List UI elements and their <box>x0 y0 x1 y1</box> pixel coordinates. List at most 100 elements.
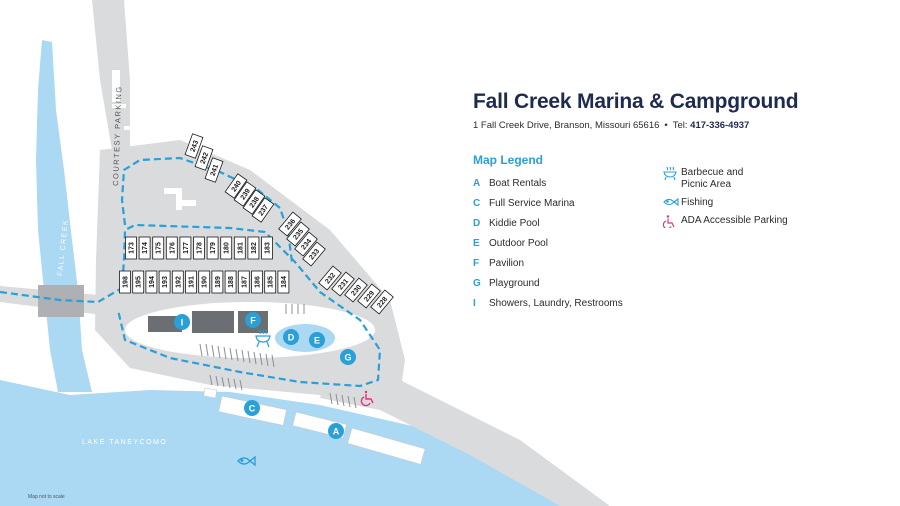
marker-d[interactable]: D <box>283 329 299 345</box>
campsite-184[interactable]: 184 <box>277 270 290 294</box>
svg-text:198: 198 <box>123 276 130 288</box>
campsite-198[interactable]: 198 <box>119 270 131 294</box>
legend-label: ADA Accessible Parking <box>681 215 788 226</box>
campsite-183[interactable]: 183 <box>261 236 273 260</box>
campsite-243[interactable]: 243 <box>184 133 204 159</box>
marker-c-letter: C <box>249 404 256 414</box>
marker-f-letter: F <box>250 316 256 326</box>
address-line: 1 Fall Creek Drive, Branson, Missouri 65… <box>473 120 883 131</box>
campsite-187[interactable]: 187 <box>237 270 250 294</box>
campsite-175[interactable]: 175 <box>152 236 165 260</box>
svg-text:184: 184 <box>281 276 288 288</box>
campsite-241[interactable]: 241 <box>204 157 224 183</box>
barbecue-icon[interactable] <box>255 329 271 348</box>
campsite-240[interactable]: 240 <box>224 173 248 199</box>
svg-text:189: 189 <box>215 276 222 288</box>
svg-text:173: 173 <box>129 242 136 254</box>
lake-taneycomo <box>0 380 605 506</box>
ada-parking-icon <box>663 215 681 228</box>
phone-number[interactable]: 417-336-4937 <box>690 120 750 131</box>
svg-text:193: 193 <box>162 276 169 288</box>
legend-key: I <box>473 297 476 309</box>
campsite-233[interactable]: 233 <box>302 241 326 267</box>
fish-icon[interactable] <box>237 455 256 467</box>
campsite-181[interactable]: 181 <box>233 236 246 260</box>
campsite-192[interactable]: 192 <box>171 270 184 294</box>
marker-a[interactable]: A <box>328 423 344 439</box>
svg-text:180: 180 <box>224 242 231 254</box>
campsite-185[interactable]: 185 <box>264 270 277 294</box>
marker-i[interactable]: I <box>174 314 190 330</box>
courtesy-parking-label: COURTESY PARKING <box>111 85 124 186</box>
campsite-234[interactable]: 234 <box>294 231 318 257</box>
marker-e-letter: E <box>314 336 320 346</box>
campsite-188[interactable]: 188 <box>224 270 237 294</box>
campsite-176[interactable]: 176 <box>165 236 178 260</box>
campsite-236[interactable]: 236 <box>278 211 302 237</box>
svg-text:195: 195 <box>136 276 143 288</box>
marker-g-letter: G <box>344 353 351 363</box>
campsite-179[interactable]: 179 <box>206 236 219 260</box>
campsite-228[interactable]: 228 <box>370 289 394 315</box>
campsite-180[interactable]: 180 <box>220 236 233 260</box>
svg-text:192: 192 <box>175 276 182 288</box>
ada-parking-icon[interactable] <box>360 390 374 407</box>
svg-text:188: 188 <box>228 276 235 288</box>
campsite-173[interactable]: 173 <box>125 236 137 260</box>
tel-label: Tel: <box>672 120 688 131</box>
campsite-177[interactable]: 177 <box>179 236 192 260</box>
marker-e[interactable]: E <box>309 332 325 348</box>
campsite-237[interactable]: 237 <box>251 197 275 223</box>
legend-key: F <box>473 257 480 269</box>
campsite-189[interactable]: 189 <box>211 270 224 294</box>
campsite-194[interactable]: 194 <box>145 270 158 294</box>
svg-text:186: 186 <box>255 276 262 288</box>
campsite-178[interactable]: 178 <box>193 236 205 260</box>
campsite-239[interactable]: 239 <box>233 181 257 207</box>
campsite-193[interactable]: 193 <box>158 270 171 294</box>
fish-icon <box>663 197 681 207</box>
svg-text:181: 181 <box>237 242 244 254</box>
svg-text:190: 190 <box>202 276 209 288</box>
campsite-230[interactable]: 230 <box>344 277 368 303</box>
legend-key: A <box>473 177 481 189</box>
marker-c[interactable]: C <box>244 400 260 416</box>
campsite-242[interactable]: 242 <box>194 145 214 171</box>
legend-label: Playground <box>489 277 540 289</box>
svg-text:243: 243 <box>190 140 201 153</box>
campsite-231[interactable]: 231 <box>331 271 355 297</box>
svg-text:179: 179 <box>210 242 217 254</box>
svg-text:178: 178 <box>197 242 204 254</box>
legend-label: Kiddie Pool <box>489 217 540 229</box>
campsite-190[interactable]: 190 <box>198 270 211 294</box>
marker-g[interactable]: G <box>340 349 356 365</box>
legend-label: Full Service Marina <box>489 197 575 209</box>
campsite-229[interactable]: 229 <box>357 283 381 309</box>
svg-text:194: 194 <box>149 276 156 288</box>
separator: • <box>664 120 668 131</box>
legend-item-ada: ADA Accessible Parking <box>663 215 863 228</box>
campsite-191[interactable]: 191 <box>185 270 197 294</box>
marker-f[interactable]: F <box>245 312 261 328</box>
campsite-195[interactable]: 195 <box>132 270 145 294</box>
campsite-238[interactable]: 238 <box>242 189 266 215</box>
fall-creek <box>36 40 92 392</box>
parking-stalls-north <box>112 70 144 140</box>
svg-text:185: 185 <box>268 276 275 288</box>
legend-item: I Showers, Laundry, Restrooms <box>473 293 663 313</box>
legend-label: Showers, Laundry, Restrooms <box>489 297 623 309</box>
barbecue-icon <box>663 167 681 181</box>
campsite-186[interactable]: 186 <box>251 270 263 294</box>
campsite-182[interactable]: 182 <box>247 236 260 260</box>
campsite-235[interactable]: 235 <box>286 221 310 247</box>
campsite-232[interactable]: 232 <box>318 265 342 291</box>
campsite-174[interactable]: 174 <box>138 236 151 260</box>
svg-text:183: 183 <box>265 242 272 254</box>
marker-a-letter: A <box>333 427 340 437</box>
